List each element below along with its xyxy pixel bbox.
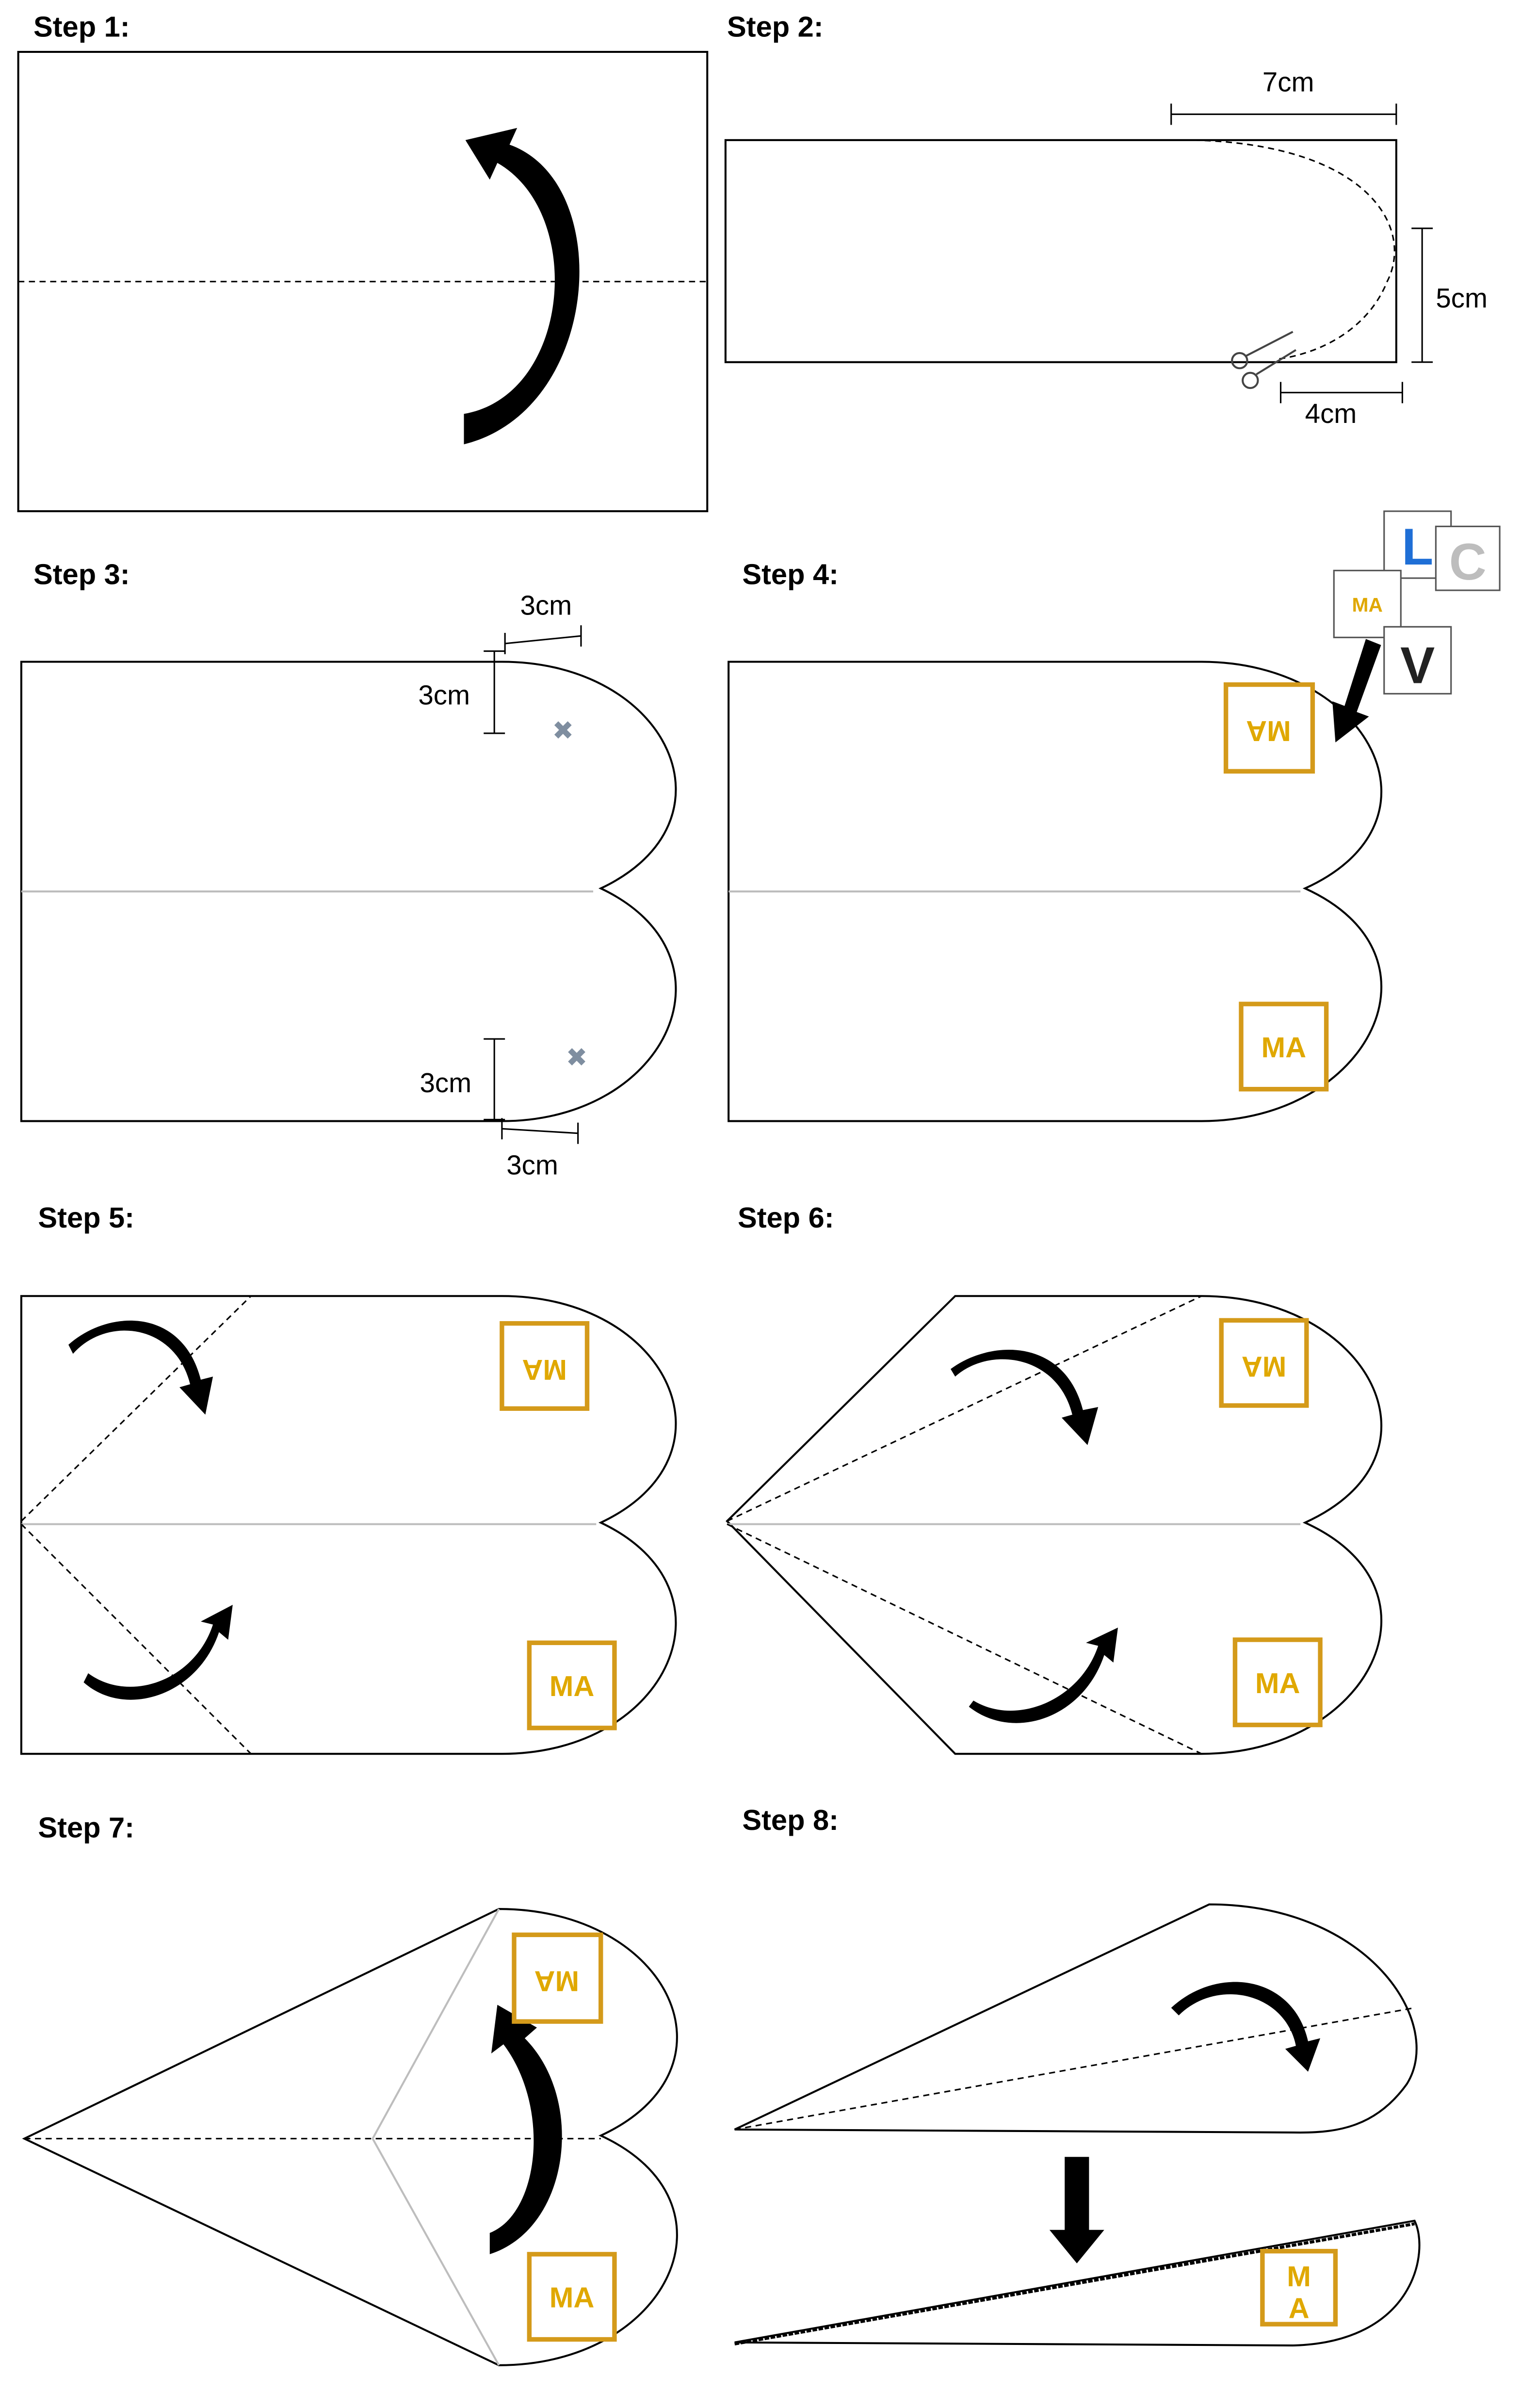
sticker-ma: MA (1352, 594, 1383, 616)
fold-line (727, 1523, 1202, 1755)
ma-label: MA (522, 1354, 567, 1386)
ma-sticker (1223, 682, 1315, 774)
curved-arrow-icon (1171, 1982, 1321, 2072)
sticker-c: C (1449, 533, 1487, 591)
ma-sticker (1260, 2248, 1338, 2327)
ma-label: MA (550, 1670, 595, 1702)
dim-3cm-bottom-v: 3cm (420, 1067, 472, 1098)
curved-arrow-icon (951, 1350, 1099, 1445)
curved-arrow-icon (969, 1627, 1118, 1723)
folded-plane (734, 1903, 1418, 2134)
down-arrow-icon (1332, 639, 1381, 743)
step-3-label: Step 3: (33, 558, 130, 591)
fold-line (734, 2007, 1415, 2131)
ma-label-a: A (1289, 2292, 1310, 2325)
folded-paper (22, 1907, 678, 2366)
ma-label-m: M (1287, 2260, 1311, 2293)
fold-edge (734, 2222, 1415, 2346)
dim-5cm: 5cm (1436, 283, 1488, 313)
x-mark-icon: ✖ (566, 1044, 588, 1072)
scissors-icon (1231, 331, 1296, 389)
dim-4cm: 4cm (1305, 398, 1357, 429)
sticker-options: L C MA V (1333, 510, 1501, 695)
step-8-label: Step 8: (742, 1804, 839, 1836)
ma-sticker (1219, 1318, 1309, 1408)
cut-curve (1194, 139, 1395, 360)
inner-fold-line (371, 1908, 500, 2366)
ma-sticker (500, 1321, 590, 1411)
step-2-label: Step 2: (727, 11, 824, 43)
step-4: Step 4: MA MA L C MA V (728, 510, 1501, 1122)
sticker-v: V (1400, 636, 1435, 694)
x-mark-icon: ✖ (552, 716, 574, 745)
step-6-label: Step 6: (738, 1201, 834, 1234)
step-5: Step 5: MA MA (20, 1201, 677, 1755)
ma-sticker (527, 1640, 617, 1730)
fold-line (20, 1523, 252, 1755)
ma-label: MA (1261, 1031, 1306, 1064)
step-7: Step 7: MA MA (22, 1811, 678, 2366)
ma-sticker (512, 1932, 603, 2024)
step-1-label: Step 1: (33, 11, 130, 43)
ma-label: MA (1246, 715, 1291, 747)
step-8: Step 8: M A (734, 1804, 1421, 2347)
ma-label: MA (550, 2281, 595, 2314)
dim-3cm-top-h: 3cm (520, 590, 572, 620)
step-6: Step 6: MA MA (726, 1201, 1383, 1755)
curved-arrow-icon (68, 1320, 213, 1415)
curved-arrow-icon (489, 2004, 562, 2254)
heart-shaped-paper (20, 661, 677, 1122)
down-arrow-icon (1049, 2157, 1104, 2263)
step-2: Step 2: 7cm 5cm 4cm (724, 11, 1488, 429)
ma-sticker (1232, 1637, 1323, 1728)
ma-label: MA (534, 1965, 579, 1998)
dim-3cm-top-v: 3cm (418, 679, 470, 710)
step-1: Step 1: (17, 11, 709, 513)
sticker-l: L (1402, 517, 1433, 576)
heart-shaped-paper (20, 1295, 677, 1755)
step-5-label: Step 5: (38, 1201, 134, 1234)
dim-3cm-bottom-h: 3cm (506, 1149, 558, 1180)
fold-line (20, 1295, 252, 1522)
step-3: Step 3: 3cm 3cm ✖ 3cm 3cm ✖ (20, 558, 677, 1180)
curved-arrow-icon (464, 128, 580, 445)
step-4-label: Step 4: (742, 558, 839, 591)
finished-plane (734, 2219, 1421, 2347)
dim-7cm: 7cm (1262, 67, 1314, 97)
folded-paper (724, 139, 1397, 363)
fold-line (727, 1295, 1202, 1522)
ma-sticker (1239, 1002, 1329, 1092)
step-7-label: Step 7: (38, 1811, 134, 1844)
curved-arrow-icon (83, 1604, 233, 1700)
ma-label: MA (1242, 1351, 1287, 1383)
ma-sticker (527, 2252, 617, 2342)
ma-label: MA (1255, 1667, 1300, 1699)
